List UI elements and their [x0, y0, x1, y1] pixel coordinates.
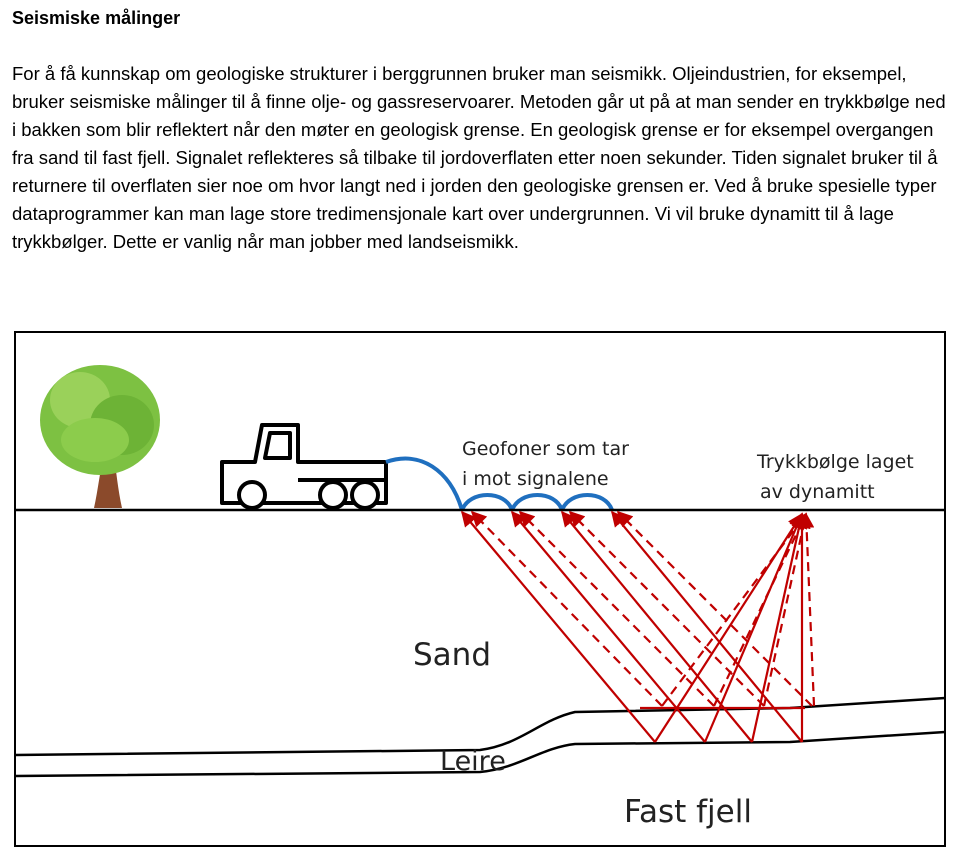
- geophones-label-2: i mot signalene: [462, 468, 609, 490]
- intro-paragraph: For å få kunnskap om geologiske struktur…: [12, 63, 946, 252]
- layer-sand-label: Sand: [413, 637, 491, 673]
- truck-icon: [220, 423, 388, 510]
- layer-clay-label: Leire: [440, 746, 506, 777]
- tree-icon: [40, 365, 160, 508]
- reflected-rays: [461, 510, 810, 743]
- geophone-loops: [460, 493, 614, 511]
- dashed-rays: [470, 510, 816, 707]
- clay-bedrock-boundary: [14, 730, 946, 778]
- source-label-2: av dynamitt: [760, 481, 875, 503]
- page-title: Seismiske målinger: [12, 8, 181, 28]
- diagram-frame: [14, 331, 946, 847]
- layer-bedrock-label: Fast fjell: [624, 794, 752, 830]
- geophone-cable: [385, 456, 464, 511]
- sand-clay-boundary: [14, 696, 946, 757]
- geophones-label-1: Geofoner som tar: [462, 438, 629, 460]
- source-label-1: Trykkbølge laget: [756, 451, 914, 473]
